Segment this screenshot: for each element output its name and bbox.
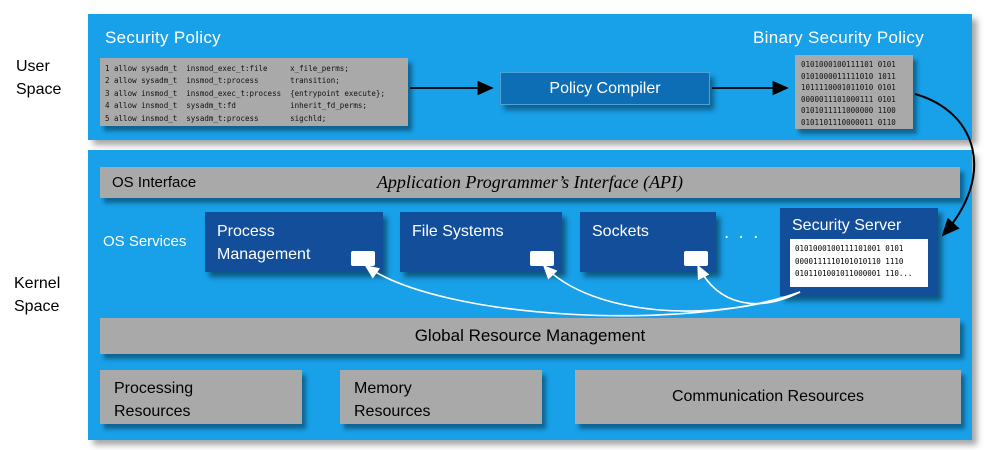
security-server-binary-window: 0101000100111101001 0101 000011111010101… <box>790 239 928 287</box>
service-label: Process Management <box>217 223 311 264</box>
services-ellipsis: . . . <box>724 222 761 243</box>
binary-policy-box: 0101000100111101 0101 0101000011111010 1… <box>795 55 913 129</box>
os-services-label: OS Services <box>103 233 187 250</box>
security-policy-source-box: 1 allow sysadm_t insmod_exec_t:file x_fi… <box>100 58 408 126</box>
os-interface-bar: OS Interface Application Programmer’s In… <box>100 167 960 198</box>
resource-label: Memory Resources <box>354 380 431 421</box>
service-box-process-management: Process Management <box>205 212 383 272</box>
resource-box-processing: Processing Resources <box>100 370 302 424</box>
security-policy-title: Security Policy <box>105 28 221 47</box>
policy-compiler-label: Policy Compiler <box>549 79 661 97</box>
policy-hook-square <box>530 251 554 266</box>
resource-label: Communication Resources <box>671 388 865 406</box>
service-label: Sockets <box>592 223 649 240</box>
kernel-space-panel: OS Interface Application Programmer’s In… <box>88 150 972 440</box>
resource-label: Processing Resources <box>114 380 194 421</box>
policy-hook-square <box>684 251 708 266</box>
binary-security-policy-title: Binary Security Policy <box>753 28 924 47</box>
kernel-space-label: Kernel Space <box>14 275 61 316</box>
global-resource-management-label: Global Resource Management <box>414 326 646 345</box>
os-interface-label: OS Interface <box>112 174 197 191</box>
user-space-label: User Space <box>16 58 62 99</box>
service-box-file-systems: File Systems <box>400 212 562 272</box>
policy-compiler-box: Policy Compiler <box>500 72 710 105</box>
global-resource-management-bar: Global Resource Management <box>100 318 960 354</box>
resource-box-communication: Communication Resources <box>575 370 961 424</box>
security-server-label: Security Server <box>792 217 902 234</box>
api-label: Application Programmer’s Interface (API) <box>376 172 684 192</box>
service-box-sockets: Sockets <box>580 212 716 272</box>
user-space-panel: Security Policy 1 allow sysadm_t insmod_… <box>88 14 972 140</box>
service-box-security-server: Security Server 0101000100111101001 0101… <box>780 208 938 296</box>
resource-box-memory: Memory Resources <box>340 370 542 424</box>
service-label: File Systems <box>412 223 504 240</box>
policy-hook-square <box>351 251 375 266</box>
